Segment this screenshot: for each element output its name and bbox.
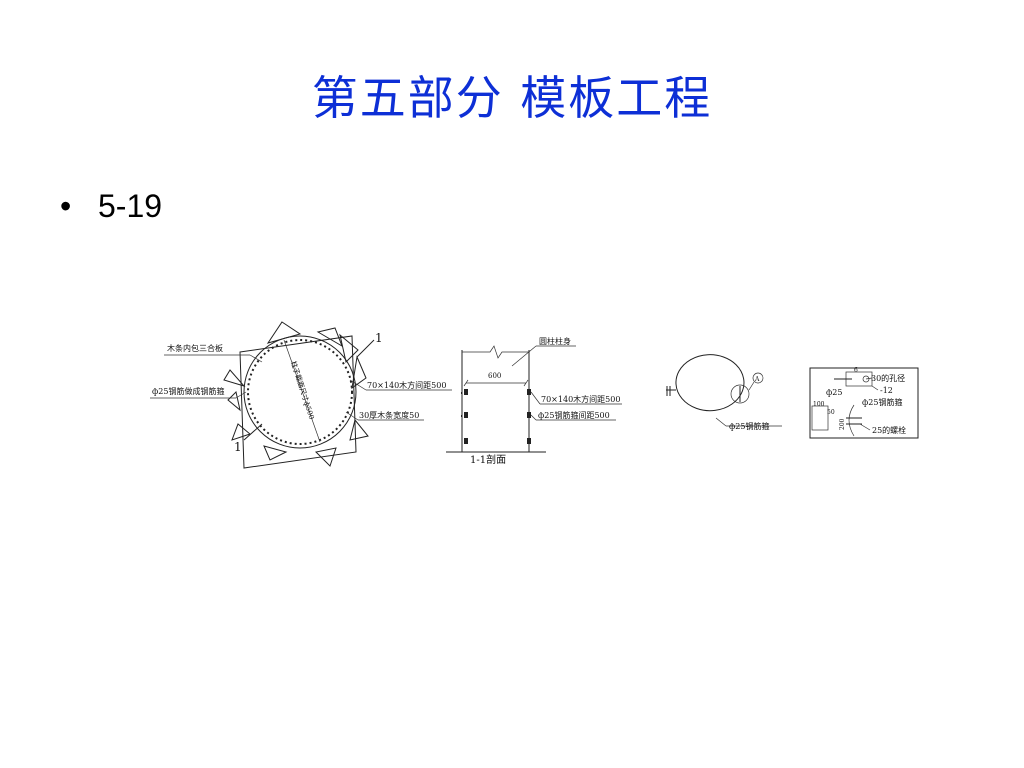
formwork-battens bbox=[223, 321, 369, 469]
dim-100: 100 bbox=[813, 401, 825, 408]
column-circle bbox=[243, 335, 357, 449]
section-view: 600 1-1剖面 圆柱柱身 70×140木方间距500 ф25钢筋箍间距500 bbox=[446, 336, 622, 466]
label-batten-lining: 木条内包三合板 bbox=[167, 343, 223, 353]
dim-6: 6 bbox=[854, 367, 858, 374]
label-plate: -12 bbox=[880, 386, 893, 395]
bullet-item: • 5-19 bbox=[60, 188, 162, 225]
bullet-icon: • bbox=[60, 188, 72, 224]
label-rebar: ф25 bbox=[826, 388, 842, 397]
bullet-text: 5-19 bbox=[98, 188, 163, 224]
label-section: 1-1剖面 bbox=[470, 453, 506, 466]
dim-200: 200 bbox=[839, 418, 846, 430]
label-hole: 30的孔径 bbox=[871, 373, 905, 383]
label-plan-timber: 70×140木方间距500 bbox=[367, 380, 446, 390]
dim-50: 50 bbox=[827, 409, 835, 416]
section-mark-top: 1 bbox=[375, 331, 383, 345]
label-width: 600 bbox=[488, 372, 501, 380]
section-mark-bottom: 1 bbox=[234, 440, 242, 454]
label-column-body: 圆柱柱身 bbox=[539, 336, 571, 346]
label-diameter: 柱子截面尺寸ф500 bbox=[289, 360, 316, 421]
label-section-timber: 70×140木方间距500 bbox=[541, 394, 620, 404]
section-timber-blocks bbox=[461, 389, 531, 444]
detail-callout-letter: A bbox=[754, 376, 760, 383]
slide-title: 第五部分 模板工程 bbox=[311, 71, 713, 125]
detail-callout-circle bbox=[730, 384, 750, 404]
label-rebar-hoop: ф25钢筋做成钢筋箍 bbox=[152, 386, 224, 396]
label-connection-hoop: ф25钢筋箍 bbox=[862, 397, 902, 407]
label-batten-thickness: 30厚木条宽度50 bbox=[359, 410, 419, 420]
label-hoop-detail: ф25钢筋箍 bbox=[729, 421, 769, 431]
hoop-detail: A ф25钢筋箍 bbox=[666, 354, 782, 431]
connection-detail: 6 50 30的孔径 ф25 -12 ф25钢筋箍 100 200 25的螺栓 bbox=[809, 367, 919, 439]
plan-view: 柱子截面尺寸ф500 1 1 木条内包三合板 ф25钢筋做成钢筋箍 70×140… bbox=[150, 321, 452, 469]
label-hoop-spacing: ф25钢筋箍间距500 bbox=[538, 410, 610, 420]
label-bolt: 25的螺栓 bbox=[872, 425, 906, 435]
